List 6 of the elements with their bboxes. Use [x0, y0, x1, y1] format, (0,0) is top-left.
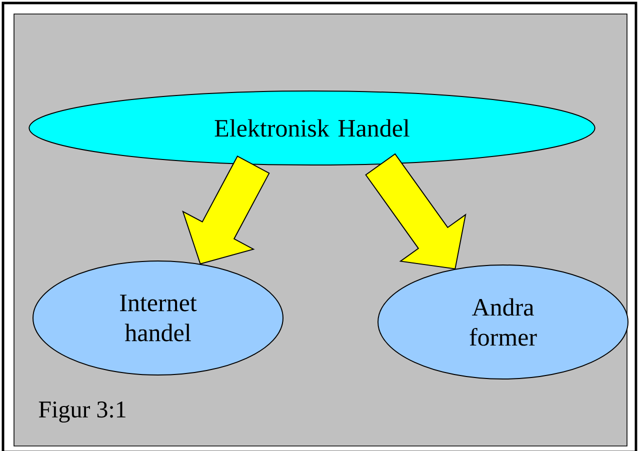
ellipse-node: Andra former [378, 264, 628, 380]
ellipse-node: Elektronisk Handel [28, 90, 596, 166]
figure-label: Figur 3:1 [38, 401, 126, 423]
ellipse-node: Internet handel [32, 260, 284, 376]
block-arrow [365, 153, 466, 270]
block-arrow [182, 156, 270, 264]
